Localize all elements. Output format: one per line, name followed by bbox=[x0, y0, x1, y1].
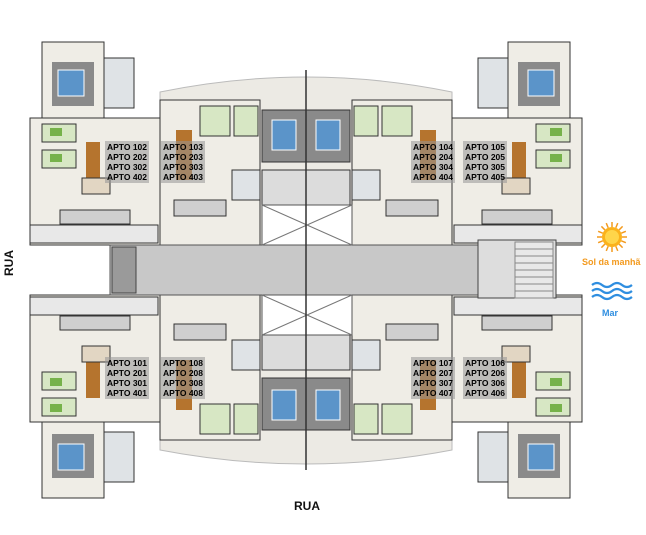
bed bbox=[271, 119, 297, 151]
bed-small bbox=[550, 404, 562, 412]
sun-ray bbox=[605, 245, 609, 252]
service-area bbox=[453, 296, 583, 316]
utility bbox=[305, 334, 351, 371]
bed bbox=[57, 443, 85, 471]
sun-ray bbox=[618, 243, 624, 249]
bedroom bbox=[199, 403, 231, 435]
sofa bbox=[86, 142, 100, 178]
sun-ray bbox=[597, 230, 604, 234]
bed bbox=[315, 389, 341, 421]
kitchen-counter bbox=[385, 199, 439, 217]
sun-ray bbox=[620, 240, 627, 244]
bed bbox=[315, 119, 341, 151]
kitchen-counter bbox=[481, 209, 553, 225]
sofa bbox=[86, 362, 100, 398]
bed-small bbox=[50, 404, 62, 412]
bed bbox=[527, 443, 555, 471]
sun-ray bbox=[597, 240, 604, 244]
kitchen-counter bbox=[59, 209, 131, 225]
street-label-left: RUA bbox=[2, 250, 16, 276]
sun-ray bbox=[615, 245, 619, 252]
kitchen-counter bbox=[173, 323, 227, 341]
stair-step bbox=[514, 269, 554, 278]
stair-step bbox=[514, 262, 554, 271]
sun-ray bbox=[605, 222, 609, 229]
bathroom bbox=[231, 169, 261, 201]
bathroom bbox=[351, 169, 381, 201]
bathroom bbox=[477, 431, 509, 483]
service-area bbox=[29, 224, 159, 244]
corridor bbox=[109, 244, 481, 296]
bed bbox=[271, 389, 297, 421]
stair-step bbox=[514, 255, 554, 264]
sun-ray bbox=[618, 225, 624, 231]
stair-step bbox=[514, 248, 554, 257]
sofa bbox=[512, 142, 526, 178]
bed-small bbox=[50, 128, 62, 136]
bedroom bbox=[199, 105, 231, 137]
kitchen-counter bbox=[173, 199, 227, 217]
dining-table bbox=[501, 177, 531, 195]
sun-ray bbox=[615, 222, 619, 229]
bedroom bbox=[233, 105, 259, 137]
sun-label: Sol da manhã bbox=[582, 257, 641, 267]
kitchen-counter bbox=[59, 315, 131, 331]
sun-ray bbox=[600, 225, 606, 231]
dining-table bbox=[81, 177, 111, 195]
bed-small bbox=[550, 128, 562, 136]
street-label-bottom: RUA bbox=[294, 499, 320, 513]
sun-ray bbox=[620, 230, 627, 234]
sofa bbox=[512, 362, 526, 398]
stair-step bbox=[514, 276, 554, 285]
apartment-wing bbox=[29, 41, 307, 246]
bedroom bbox=[381, 403, 413, 435]
sea-label: Mar bbox=[602, 308, 619, 318]
bed-small bbox=[50, 154, 62, 162]
kitchen-counter bbox=[481, 315, 553, 331]
bed bbox=[527, 69, 555, 97]
bedroom bbox=[233, 403, 259, 435]
bed bbox=[57, 69, 85, 97]
dining-table bbox=[81, 345, 111, 363]
utility bbox=[305, 169, 351, 206]
bathroom bbox=[351, 339, 381, 371]
dining-table bbox=[501, 345, 531, 363]
utility bbox=[261, 334, 307, 371]
apartment-wing bbox=[305, 294, 583, 499]
bedroom bbox=[381, 105, 413, 137]
bathroom bbox=[103, 431, 135, 483]
waves-icon bbox=[591, 281, 633, 301]
bathroom bbox=[477, 57, 509, 109]
service-area bbox=[29, 296, 159, 316]
elevator bbox=[111, 246, 137, 294]
bathroom bbox=[231, 339, 261, 371]
bedroom bbox=[353, 403, 379, 435]
stair-step bbox=[514, 290, 554, 299]
bathroom bbox=[103, 57, 135, 109]
utility bbox=[261, 169, 307, 206]
apartment-wing bbox=[305, 41, 583, 246]
sun-ray bbox=[600, 243, 606, 249]
kitchen-counter bbox=[385, 323, 439, 341]
bed-small bbox=[550, 154, 562, 162]
bed-small bbox=[550, 378, 562, 386]
sun-icon bbox=[597, 222, 627, 252]
stair-step bbox=[514, 241, 554, 250]
bed-small bbox=[50, 378, 62, 386]
stair-step bbox=[514, 283, 554, 292]
bedroom bbox=[353, 105, 379, 137]
